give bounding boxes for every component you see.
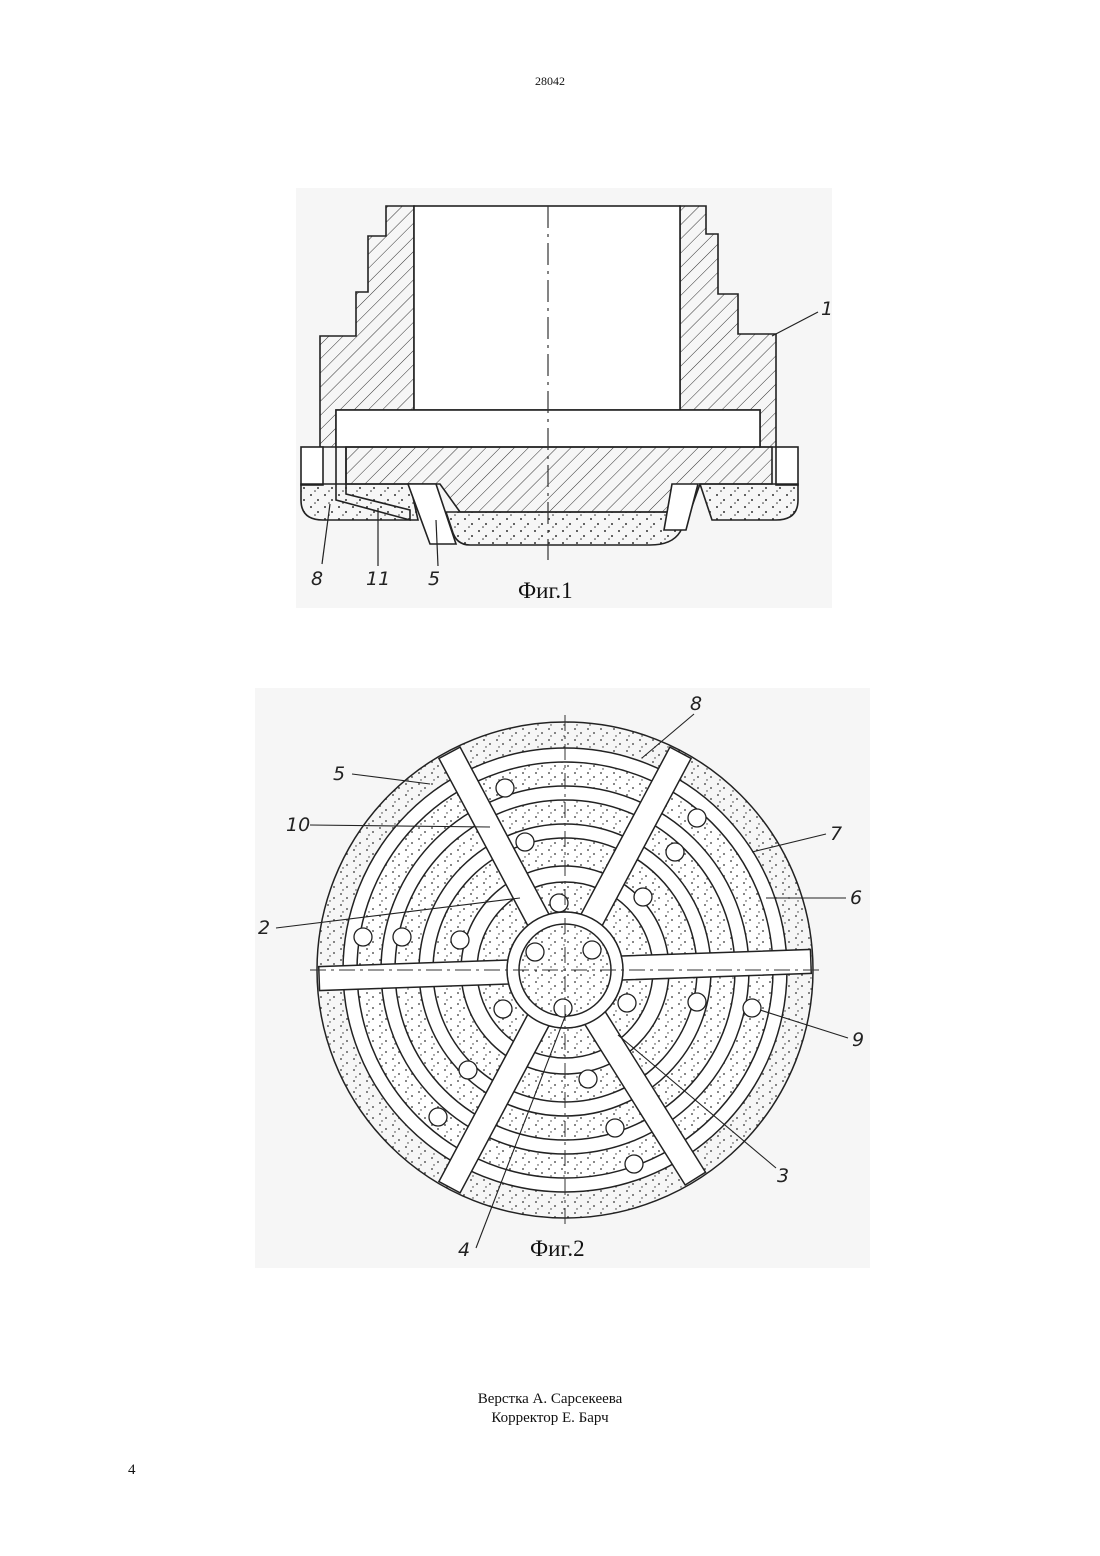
fig2-ref-10: 10 [286,814,310,836]
figure-1-section-drawing: 1 8 11 5 Фиг.1 [296,188,832,608]
fig1-ref-11: 11 [366,568,390,590]
fig2-ref-5: 5 [333,763,345,785]
fig1-ref-8: 8 [311,568,323,590]
fig2-ref-3: 3 [777,1165,789,1187]
page-number: 4 [128,1462,136,1479]
document-number: 28042 [0,74,1100,89]
fig1-caption: Фиг.1 [518,578,573,603]
fig2-caption: Фиг.2 [530,1236,585,1261]
fig2-ref-9: 9 [852,1029,864,1051]
fig2-ref-6: 6 [850,887,862,909]
layout-credit: Верстка А. Сарсекеева [0,1390,1100,1409]
figure-2-plan-view: 8 5 10 7 6 2 9 3 4 Фиг.2 [255,688,870,1268]
proofreader-credit: Корректор Е. Барч [0,1409,1100,1428]
credits-block: Верстка А. Сарсекеева Корректор Е. Барч [0,1390,1100,1428]
fig1-ref-5: 5 [428,568,440,590]
fig2-ref-7: 7 [830,823,842,845]
fig2-ref-8: 8 [690,693,702,715]
fig2-ref-4: 4 [458,1239,470,1261]
fig1-ref-1: 1 [821,298,832,320]
fig2-ref-2: 2 [258,917,270,939]
